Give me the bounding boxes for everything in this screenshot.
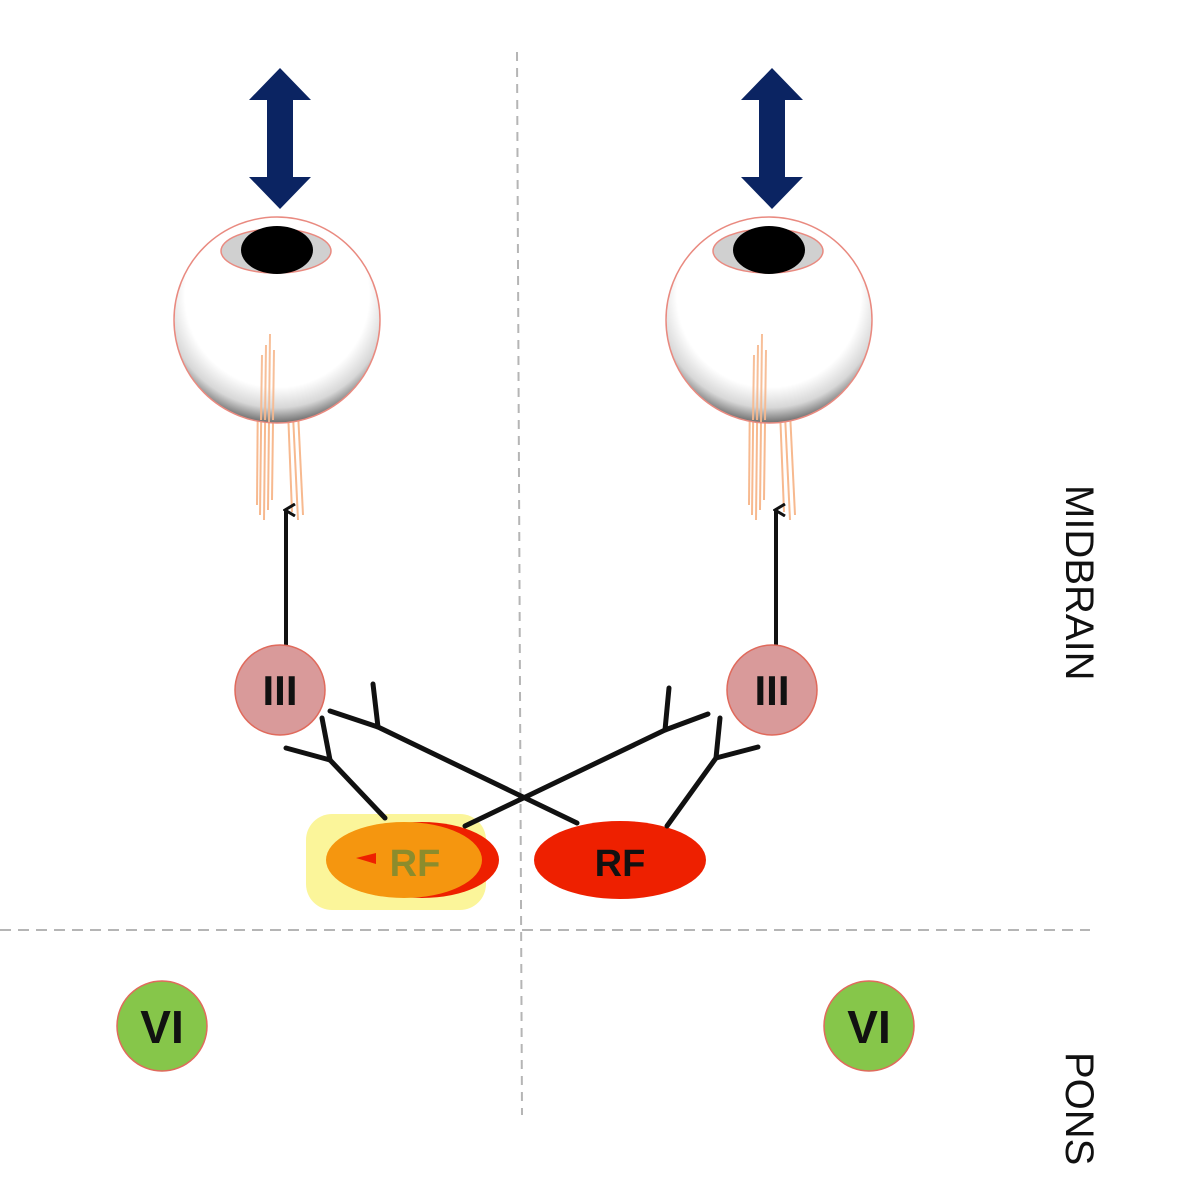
rf-to-oculomotor-pathways: [283, 681, 761, 829]
region-label-midbrain: MIDBRAIN: [1057, 485, 1101, 681]
region-label-pons: PONS: [1057, 1052, 1101, 1165]
double-arrow-vertical-icon-left: [249, 68, 311, 209]
oculomotor-nucleus-right: [726, 644, 818, 736]
oculomotor-nucleus-left-label: III: [262, 667, 297, 714]
abducens-nucleus-right-label: VI: [847, 1001, 890, 1053]
eyeball-icon-left: [173, 216, 381, 521]
abducens-nucleus-left: [116, 980, 208, 1072]
double-arrow-vertical-icon-right: [741, 68, 803, 209]
reticular-formation-left: [326, 822, 482, 898]
midline-divider: [516, 51, 523, 1116]
reticular-formation-right: [534, 821, 706, 899]
eyeball-icon-right: [665, 216, 873, 521]
abducens-nucleus-right: [823, 980, 915, 1072]
abducens-nucleus-left-label: VI: [140, 1001, 183, 1053]
reticular-formation-right-label: RF: [595, 843, 646, 885]
reticular-marker: [356, 853, 376, 864]
oculomotor-nucleus-left: [234, 644, 326, 736]
oculomotor-nucleus-right-label: III: [754, 667, 789, 714]
reticular-formation-left-label: RF: [390, 843, 441, 885]
